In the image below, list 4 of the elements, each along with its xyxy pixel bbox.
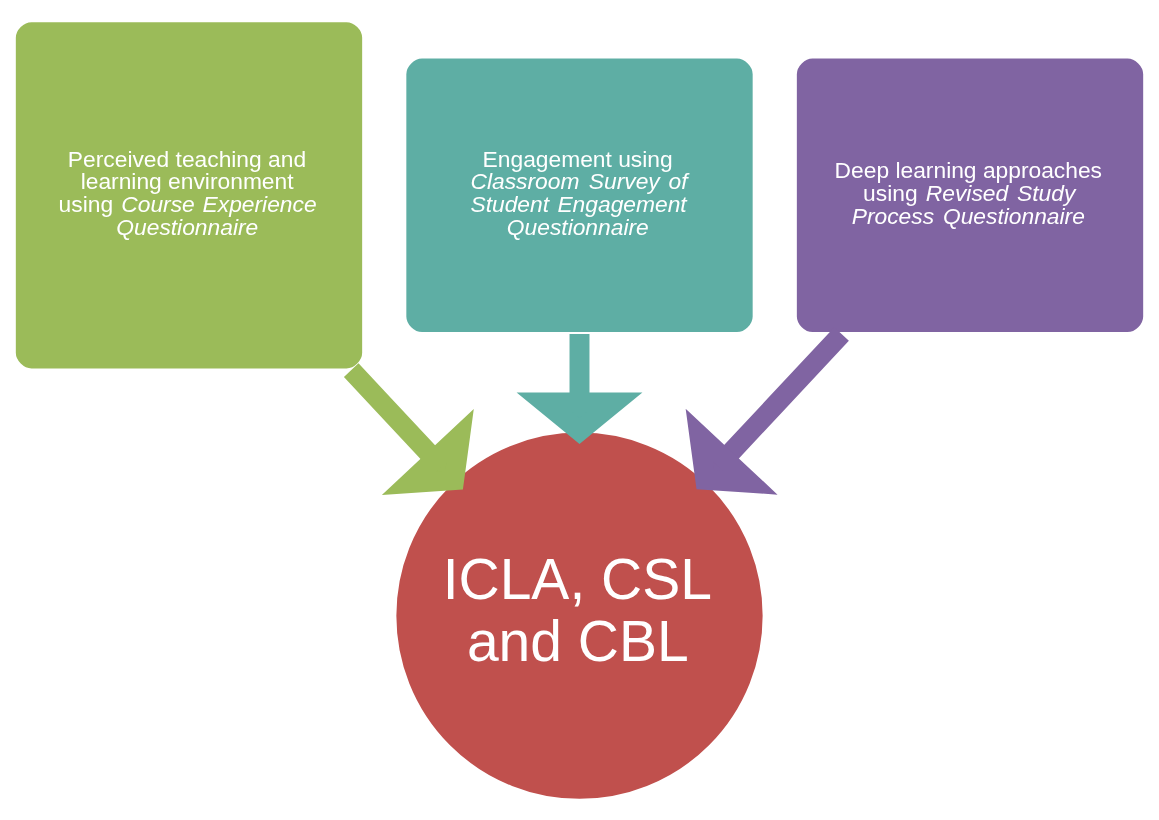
node-box: Deep learning approaches using Revised Study Process Questionnaire — [794, 55, 1147, 335]
arrow — [343, 362, 474, 495]
arrow — [516, 333, 643, 444]
node-box: Engagement using Classroom Survey of Student Engagement Questionnaire — [403, 55, 756, 335]
